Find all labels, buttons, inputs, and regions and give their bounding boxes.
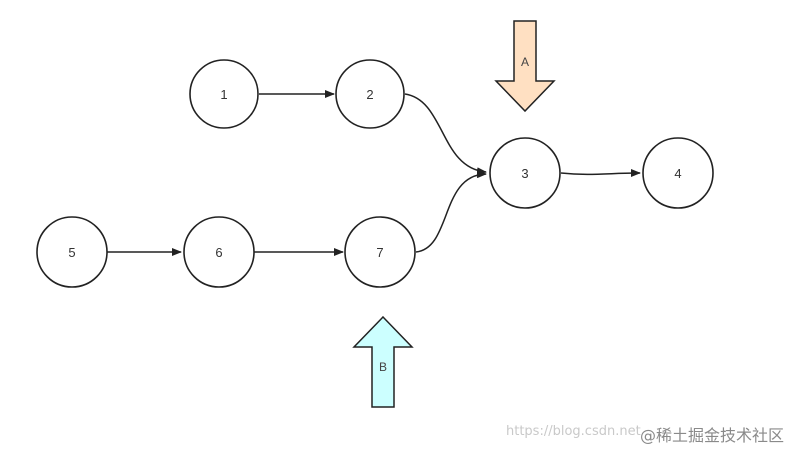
node-label: 1 [220, 87, 227, 102]
node-2: 2 [335, 59, 405, 129]
node-5: 5 [36, 216, 108, 288]
pointer-a: A [494, 20, 556, 113]
up-arrow-shape [352, 315, 414, 408]
node-label: 4 [674, 166, 681, 181]
node-label: 7 [376, 245, 383, 260]
edge-3-4 [560, 169, 641, 178]
edge-2-3 [404, 93, 487, 176]
node-6: 6 [183, 216, 255, 288]
pointer-label: B [379, 360, 387, 374]
edge-7-3 [415, 170, 487, 253]
watermark-brand: @稀土掘金技术社区 [640, 426, 785, 445]
down-arrow-shape [494, 20, 556, 113]
node-4: 4 [642, 137, 714, 209]
node-1: 1 [189, 59, 259, 129]
node-3: 3 [489, 137, 561, 209]
node-label: 5 [68, 245, 75, 260]
pointer-label: A [521, 55, 529, 69]
pointer-b: B [352, 315, 414, 408]
node-label: 2 [366, 87, 373, 102]
watermark-url: https://blog.csdn.net [506, 424, 641, 439]
node-7: 7 [344, 216, 416, 288]
node-label: 3 [521, 166, 528, 181]
node-label: 6 [215, 245, 222, 260]
